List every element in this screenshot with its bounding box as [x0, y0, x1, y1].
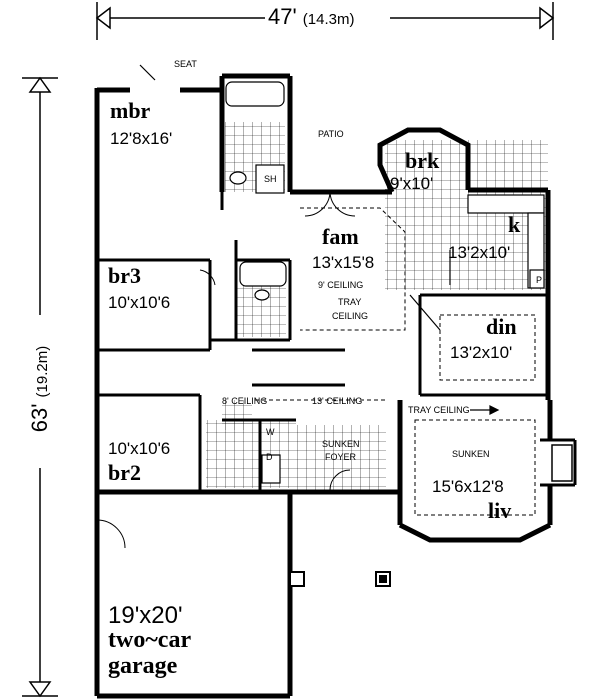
- br3-size: 10'x10'6: [108, 293, 171, 312]
- liv-name: liv: [488, 498, 512, 523]
- fam-size: 13'x15'8: [312, 253, 375, 272]
- width-m: (14.3m): [302, 11, 355, 28]
- mbr-size: 12'8x16': [110, 129, 173, 148]
- washer-label: W: [266, 427, 275, 437]
- ceiling-outlines: [255, 207, 536, 516]
- depth-m: (19.2m): [34, 345, 51, 398]
- thirteen-ceiling-label: 13' CEILING: [312, 396, 363, 406]
- liv-sunken-label: SUNKEN: [452, 449, 490, 459]
- garage-size: 19'x20': [108, 602, 183, 629]
- tray-ceiling-fam-1: TRAY: [338, 297, 362, 307]
- kitchen-name: k: [508, 212, 521, 237]
- sunken-foyer-2: FOYER: [325, 452, 357, 462]
- garage-line1: two~car: [108, 627, 192, 653]
- sunken-foyer-1: SUNKEN: [322, 439, 360, 449]
- depth-ft: 63': [27, 403, 52, 433]
- bath-fixtures: [225, 81, 287, 484]
- garage-line2: garage: [108, 653, 178, 679]
- br2-size: 10'x10'6: [108, 439, 171, 458]
- exterior-walls: [94, 73, 553, 699]
- fireplace: [551, 444, 573, 482]
- brk-size: 9'x10': [390, 174, 434, 193]
- interior-walls: [97, 192, 577, 492]
- width-dimension-line: [95, 2, 555, 40]
- fam-name: fam: [322, 224, 359, 249]
- door-swings: [96, 191, 356, 549]
- width-ft: 47': [268, 4, 297, 29]
- seat-label: SEAT: [174, 59, 197, 69]
- nine-ceiling-label: 9' CEILING: [318, 280, 364, 290]
- br3-name: br3: [108, 263, 141, 288]
- tray-ceiling-liv-label: TRAY CEILING: [408, 405, 470, 415]
- eight-ceiling-label: 8' CEILING: [222, 396, 268, 406]
- kitchen-counters: [467, 194, 545, 289]
- br2-name: br2: [108, 460, 141, 485]
- depth-dimension-line: [22, 76, 58, 698]
- pantry-label: P: [536, 275, 543, 285]
- shower-label: SH: [264, 174, 277, 184]
- mbr-name: mbr: [110, 98, 151, 123]
- annotation-arrows: [139, 64, 500, 415]
- dryer-label: D: [266, 452, 273, 462]
- kitchen-size: 13'2x10': [448, 243, 511, 262]
- brk-name: brk: [405, 148, 440, 173]
- din-name: din: [486, 314, 517, 339]
- tray-ceiling-fam-2: CEILING: [332, 311, 369, 321]
- din-size: 13'2x10': [450, 343, 513, 362]
- patio-label: PATIO: [318, 129, 344, 139]
- width-dimension-label: 47' (14.3m): [268, 6, 354, 28]
- porch-posts: [289, 571, 391, 587]
- liv-size: 15'6x12'8: [432, 477, 504, 496]
- depth-dimension-label: 63' (19.2m): [27, 327, 53, 451]
